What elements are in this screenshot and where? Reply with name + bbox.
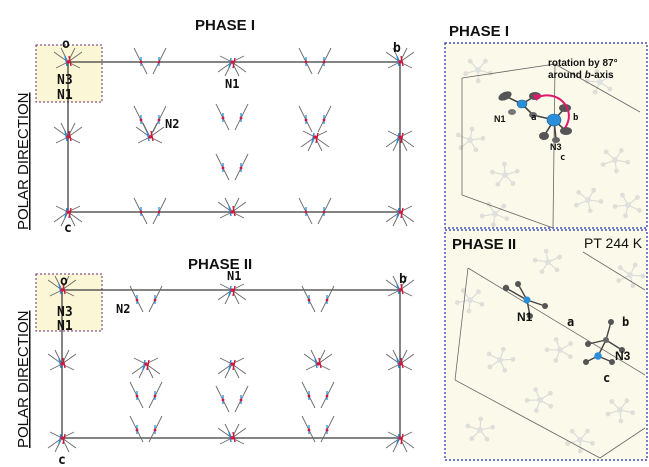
cation-molecule (217, 357, 247, 379)
phase1-n2-label: N2 (165, 117, 179, 131)
cation-molecule (217, 423, 247, 445)
cation-molecule (47, 275, 77, 297)
phase1-title: PHASE I (195, 17, 255, 34)
phase1-3d-n1-label: N1 (494, 114, 506, 124)
phase1-n1-label: N1 (225, 77, 239, 91)
phase2-origin-inset (35, 273, 103, 332)
phase1-rotation-arrow (535, 94, 570, 129)
cation-molecule (47, 349, 77, 371)
phase1-rotation-arrowhead (532, 94, 540, 101)
phase1-origin-inset (35, 44, 103, 103)
phase2-inset-n1-label: N1 (57, 319, 73, 334)
cation-pair (129, 415, 163, 443)
phase2-background-molecules (454, 248, 646, 454)
cation-pair (298, 105, 332, 133)
phase1-axis-b-label: b (393, 41, 401, 56)
cation-pair (133, 47, 167, 75)
phase1-rotation-note-line1: rotation by 87° (548, 58, 618, 69)
cation-pair (215, 103, 249, 131)
phase2-title: PHASE II (188, 256, 252, 273)
cation-molecule (300, 130, 330, 152)
ghost-molecule (532, 248, 563, 275)
ghost-molecule (565, 428, 595, 454)
ghost-molecule (524, 387, 554, 413)
cation-pair (215, 153, 249, 181)
phase1-axis-c-label: c (64, 221, 72, 236)
cation-molecule (385, 130, 415, 152)
phase2-n2-label: N2 (116, 302, 130, 316)
phase1-lattice-panel: PHASE I o N3 N1 b c N1 N2 POLAR DIRECTIO… (15, 17, 415, 236)
phase1-3d-title: PHASE I (449, 23, 509, 40)
ghost-molecule (584, 68, 614, 95)
ghost-molecule (490, 161, 520, 187)
phase2-lattice-panel: PHASE II o N3 N1 b c N1 N2 POLAR DIRECTI… (15, 256, 415, 467)
cation-pair (298, 197, 332, 225)
phase1-3d-c-label: c (560, 153, 565, 163)
phase1-inset-n1-label: N1 (57, 88, 73, 103)
cation-molecule (135, 122, 165, 144)
phase2-3d-title: PHASE II (452, 236, 516, 253)
cation-molecule (53, 205, 83, 227)
cation-pair (129, 381, 163, 409)
cation-pair (301, 285, 335, 313)
phase1-3d-n3-label: N3 (550, 142, 562, 152)
ghost-molecule (463, 58, 493, 84)
ghost-molecule (465, 416, 495, 442)
cation-pair (298, 47, 332, 75)
cation-pair (301, 415, 335, 443)
ghost-molecule (544, 337, 574, 363)
phase1-3d-panel: PHASE I rotation by 87° around b-axis N1… (444, 23, 648, 229)
phase2-polar-direction-label: POLAR DIRECTION (15, 310, 32, 448)
phase1-origin-label: o (62, 37, 70, 52)
cation-pair (301, 381, 335, 409)
phase1-foreground-molecule (498, 91, 572, 143)
cation-pair (215, 385, 249, 413)
phase2-3d-a-label: a (567, 315, 574, 329)
phase2-cell-box (454, 251, 646, 459)
ghost-molecule (454, 288, 485, 314)
phase1-polar-direction-label: POLAR DIRECTION (15, 92, 32, 230)
phase2-inset-n3-label: N3 (57, 305, 73, 320)
cation-molecule (131, 357, 161, 379)
cation-molecule (217, 283, 247, 305)
phase2-3d-c-label: c (603, 371, 610, 385)
phase1-cell-box (461, 63, 641, 229)
cation-molecule (385, 431, 415, 453)
phase2-3d-b-label: b (622, 315, 629, 329)
cation-pair (133, 197, 167, 225)
phase1-molecules (53, 47, 415, 227)
phase1-rotation-note-line2: around b-axis (548, 70, 614, 81)
cation-molecule (217, 197, 247, 219)
cation-molecule (53, 47, 83, 69)
phase2-3d-n3-label: N3 (615, 349, 631, 363)
phase2-foreground-molecule (502, 281, 625, 365)
phase2-axis-c-label: c (58, 453, 66, 467)
phase2-3d-panel: PHASE II PT 244 K N1 a b N3 c (444, 229, 648, 461)
phase2-n1-label: N1 (227, 269, 241, 283)
ghost-molecule (600, 148, 631, 174)
cation-molecule (217, 55, 247, 77)
cation-molecule (385, 275, 415, 297)
cation-pair (133, 105, 167, 133)
phase2-3d-temperature: PT 244 K (584, 235, 643, 251)
cation-molecule (53, 122, 83, 144)
cation-molecule (303, 349, 333, 371)
cation-molecule (47, 431, 77, 453)
cation-pair (129, 285, 163, 313)
ghost-molecule (612, 192, 642, 219)
phase2-molecules (47, 275, 415, 453)
cation-molecule (385, 349, 415, 371)
phase1-inset-n3-label: N3 (57, 73, 73, 88)
cation-molecule (385, 47, 415, 69)
ghost-molecule (605, 398, 636, 424)
phase2-origin-label: o (60, 274, 68, 289)
cation-molecule (385, 205, 415, 227)
ghost-molecule (574, 187, 604, 214)
phase2-axis-b-label: b (399, 272, 407, 287)
phase1-3d-b-label: b (573, 113, 579, 123)
phase2-3d-n1-label: N1 (517, 310, 533, 324)
ghost-molecule (486, 346, 516, 373)
phase1-3d-a-label: a (531, 113, 536, 123)
